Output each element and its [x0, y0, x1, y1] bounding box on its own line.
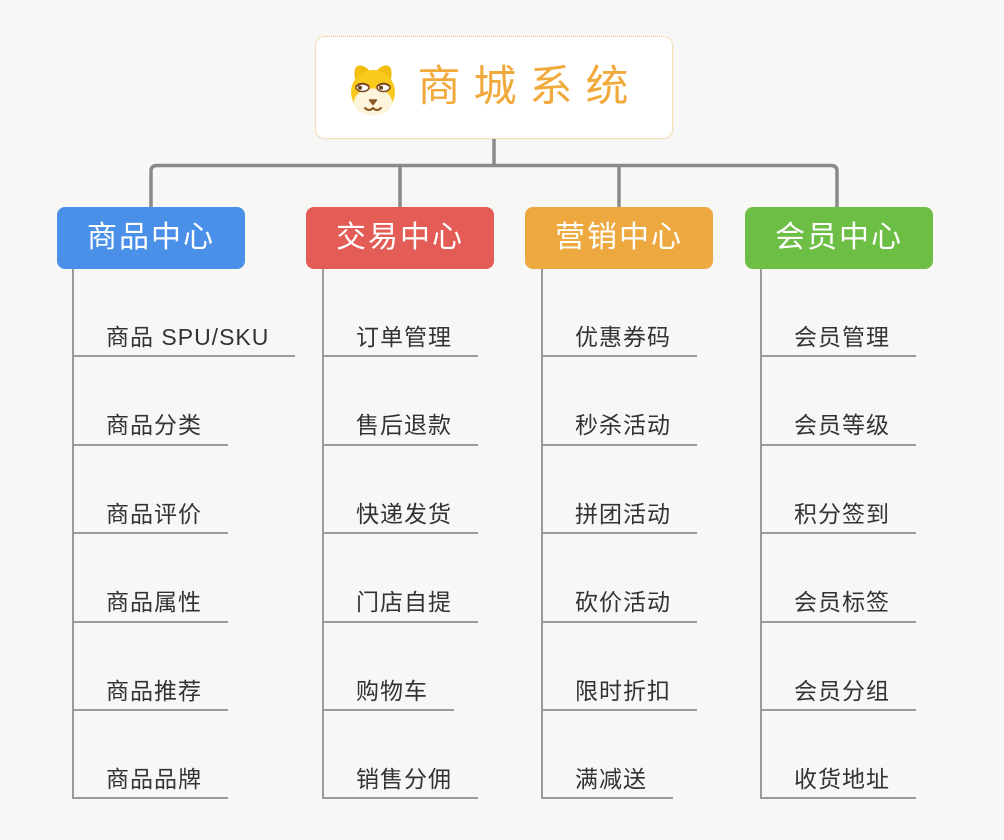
- branch-items-member-center: 会员管理 会员等级 积分签到 会员标签 会员分组 收货地址: [760, 269, 916, 800]
- topic-item[interactable]: 商品品牌: [74, 711, 228, 800]
- topic-item[interactable]: 积分签到: [762, 446, 916, 535]
- branch-header-trade-center[interactable]: 交易中心: [306, 207, 494, 269]
- topic-item[interactable]: 秒杀活动: [543, 357, 697, 446]
- topic-item[interactable]: 会员管理: [762, 269, 916, 358]
- branch-header-label: 商品中心: [87, 221, 215, 254]
- topic-item[interactable]: 购物车: [324, 623, 454, 711]
- branch-items-product-center: 商品 SPU/SKU 商品分类 商品评价 商品属性 商品推荐 商品品牌: [72, 269, 296, 800]
- branch-header-marketing-center[interactable]: 营销中心: [525, 207, 713, 269]
- topic-item[interactable]: 商品评价: [74, 446, 228, 535]
- topic-item[interactable]: 门店自提: [324, 534, 478, 623]
- topic-item[interactable]: 限时折扣: [543, 623, 697, 711]
- topic-item[interactable]: 商品属性: [74, 534, 228, 623]
- topic-item[interactable]: 会员标签: [762, 534, 916, 623]
- topic-item[interactable]: 会员分组: [762, 623, 916, 711]
- branch-header-label: 会员中心: [775, 221, 903, 254]
- root-topic-title: 商城系统: [417, 63, 642, 111]
- branch-header-member-center[interactable]: 会员中心: [745, 207, 933, 269]
- branch-items-trade-center: 订单管理 售后退款 快递发货 门店自提 购物车 销售分佣: [322, 269, 478, 800]
- branch-header-product-center[interactable]: 商品中心: [57, 207, 245, 269]
- topic-item[interactable]: 会员等级: [762, 357, 916, 446]
- topic-item[interactable]: 订单管理: [324, 269, 478, 358]
- topic-item[interactable]: 收货地址: [762, 711, 916, 800]
- topic-item[interactable]: 拼团活动: [543, 446, 697, 535]
- root-topic-mall-system[interactable]: 商城系统: [315, 36, 673, 139]
- topic-item[interactable]: 商品推荐: [74, 623, 228, 711]
- topic-item[interactable]: 商品 SPU/SKU: [74, 269, 296, 358]
- topic-item[interactable]: 砍价活动: [543, 534, 697, 623]
- topic-item[interactable]: 优惠券码: [543, 269, 697, 358]
- topic-item[interactable]: 满减送: [543, 711, 673, 800]
- branch-header-label: 营销中心: [555, 221, 683, 254]
- branch-items-marketing-center: 优惠券码 秒杀活动 拼团活动 砍价活动 限时折扣 满减送: [541, 269, 697, 800]
- topic-item[interactable]: 销售分佣: [324, 711, 478, 800]
- topic-item[interactable]: 售后退款: [324, 357, 478, 446]
- topic-item[interactable]: 快递发货: [324, 446, 478, 535]
- branch-header-label: 交易中心: [336, 221, 464, 254]
- topic-item[interactable]: 商品分类: [74, 357, 228, 446]
- dog-face-icon: [350, 64, 395, 115]
